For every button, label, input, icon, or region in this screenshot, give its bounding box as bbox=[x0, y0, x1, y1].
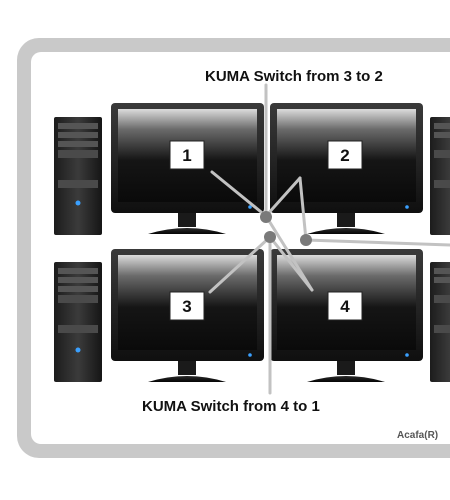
monitor-label-3-text: 3 bbox=[182, 297, 191, 316]
pc-tower-left-bottom bbox=[54, 262, 102, 382]
monitor-label-1-text: 1 bbox=[182, 146, 191, 165]
connector-right-tower bbox=[304, 238, 450, 247]
connector-2-to-node bbox=[298, 176, 308, 242]
monitor-label-1: 1 bbox=[169, 140, 205, 170]
caption-switch-3-to-2: KUMA Switch from 3 to 2 bbox=[205, 68, 383, 85]
connector-lines bbox=[208, 83, 450, 395]
monitor-label-4-text: 4 bbox=[340, 297, 350, 316]
connector-3-to-switch bbox=[208, 235, 272, 294]
pc-tower-right-bottom bbox=[430, 262, 450, 382]
switch-node-lower bbox=[264, 231, 276, 243]
pc-tower-left-top bbox=[54, 117, 102, 235]
monitor-label-3: 3 bbox=[169, 291, 205, 321]
connector-4-to-switch-b bbox=[264, 214, 314, 292]
connector-2-to-switch bbox=[264, 176, 302, 218]
watermark: Acafa(R) bbox=[397, 430, 439, 441]
connector-1-to-switch bbox=[210, 170, 268, 218]
switch-node-upper bbox=[260, 211, 272, 223]
monitor-label-2: 2 bbox=[327, 140, 363, 170]
pc-tower-right-top bbox=[430, 117, 450, 235]
switch-node-right bbox=[300, 234, 312, 246]
monitor-label-2-text: 2 bbox=[340, 146, 349, 165]
monitor-label-4: 4 bbox=[327, 291, 363, 321]
caption-switch-4-to-1: KUMA Switch from 4 to 1 bbox=[142, 398, 320, 415]
